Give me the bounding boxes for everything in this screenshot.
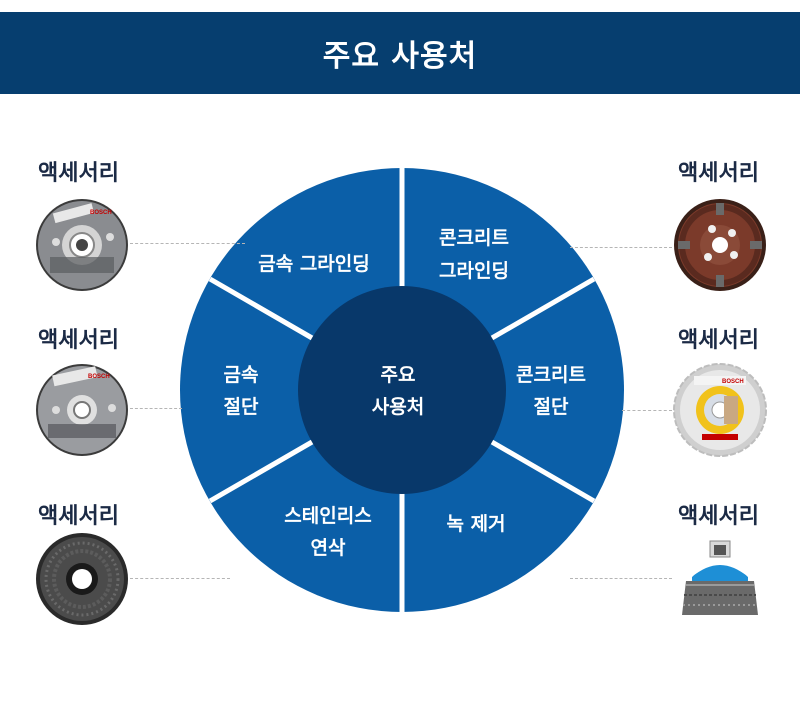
accessory-label-right-bot: 액세서리 [678, 504, 759, 529]
segment-metal-cutting-line1: 금속 [224, 364, 259, 386]
disc-brand-left-mid: BOSCH [88, 374, 110, 380]
disc-brand-right-mid: BOSCH [722, 379, 744, 385]
segment-concrete-grinding-line1: 콘크리트 [439, 227, 509, 249]
center-label-line1: 주요 [381, 364, 416, 386]
diamond-blade-icon[interactable]: BOSCH [672, 362, 768, 458]
cutting-disc-icon[interactable]: BOSCH [34, 362, 130, 458]
segment-metal-grinding: 금속 그라인딩 [258, 253, 370, 275]
wire-cup-brush-icon[interactable] [672, 531, 768, 627]
wheel-center [298, 286, 506, 494]
segment-rust-removal: 녹 제거 [446, 513, 505, 535]
leader-right-bot [570, 578, 672, 579]
accessory-label-right-mid: 액세서리 [678, 328, 759, 353]
segment-stainless-polishing-line1: 스테인리스 [284, 505, 371, 527]
center-label-line2: 사용처 [372, 396, 424, 418]
accessory-label-right-top: 액세서리 [678, 161, 759, 186]
segment-concrete-cutting-line2: 절단 [534, 396, 569, 418]
accessory-label-left-mid: 액세서리 [38, 328, 119, 353]
grinding-disc-icon[interactable]: BOSCH [34, 197, 130, 293]
disc-brand-left-top: BOSCH [90, 210, 112, 216]
page-title: 주요 사용처 [322, 39, 478, 74]
flap-disc-icon[interactable] [34, 531, 130, 627]
segment-concrete-grinding-line2: 그라인딩 [439, 260, 509, 282]
segment-stainless-polishing-line2: 연삭 [311, 537, 346, 559]
leader-left-mid [130, 408, 182, 409]
segment-metal-cutting-line2: 절단 [224, 396, 259, 418]
leader-left-top [130, 243, 245, 244]
leader-right-mid [622, 410, 672, 411]
diamond-cup-wheel-icon[interactable] [672, 197, 768, 293]
wheel-ring [180, 168, 624, 612]
leader-right-top [570, 247, 672, 248]
page-header: 주요 사용처 [0, 12, 800, 94]
leader-left-bot [130, 578, 230, 579]
accessory-label-left-bot: 액세서리 [38, 504, 119, 529]
accessory-label-left-top: 액세서리 [38, 161, 119, 186]
segment-concrete-cutting-line1: 콘크리트 [516, 364, 586, 386]
